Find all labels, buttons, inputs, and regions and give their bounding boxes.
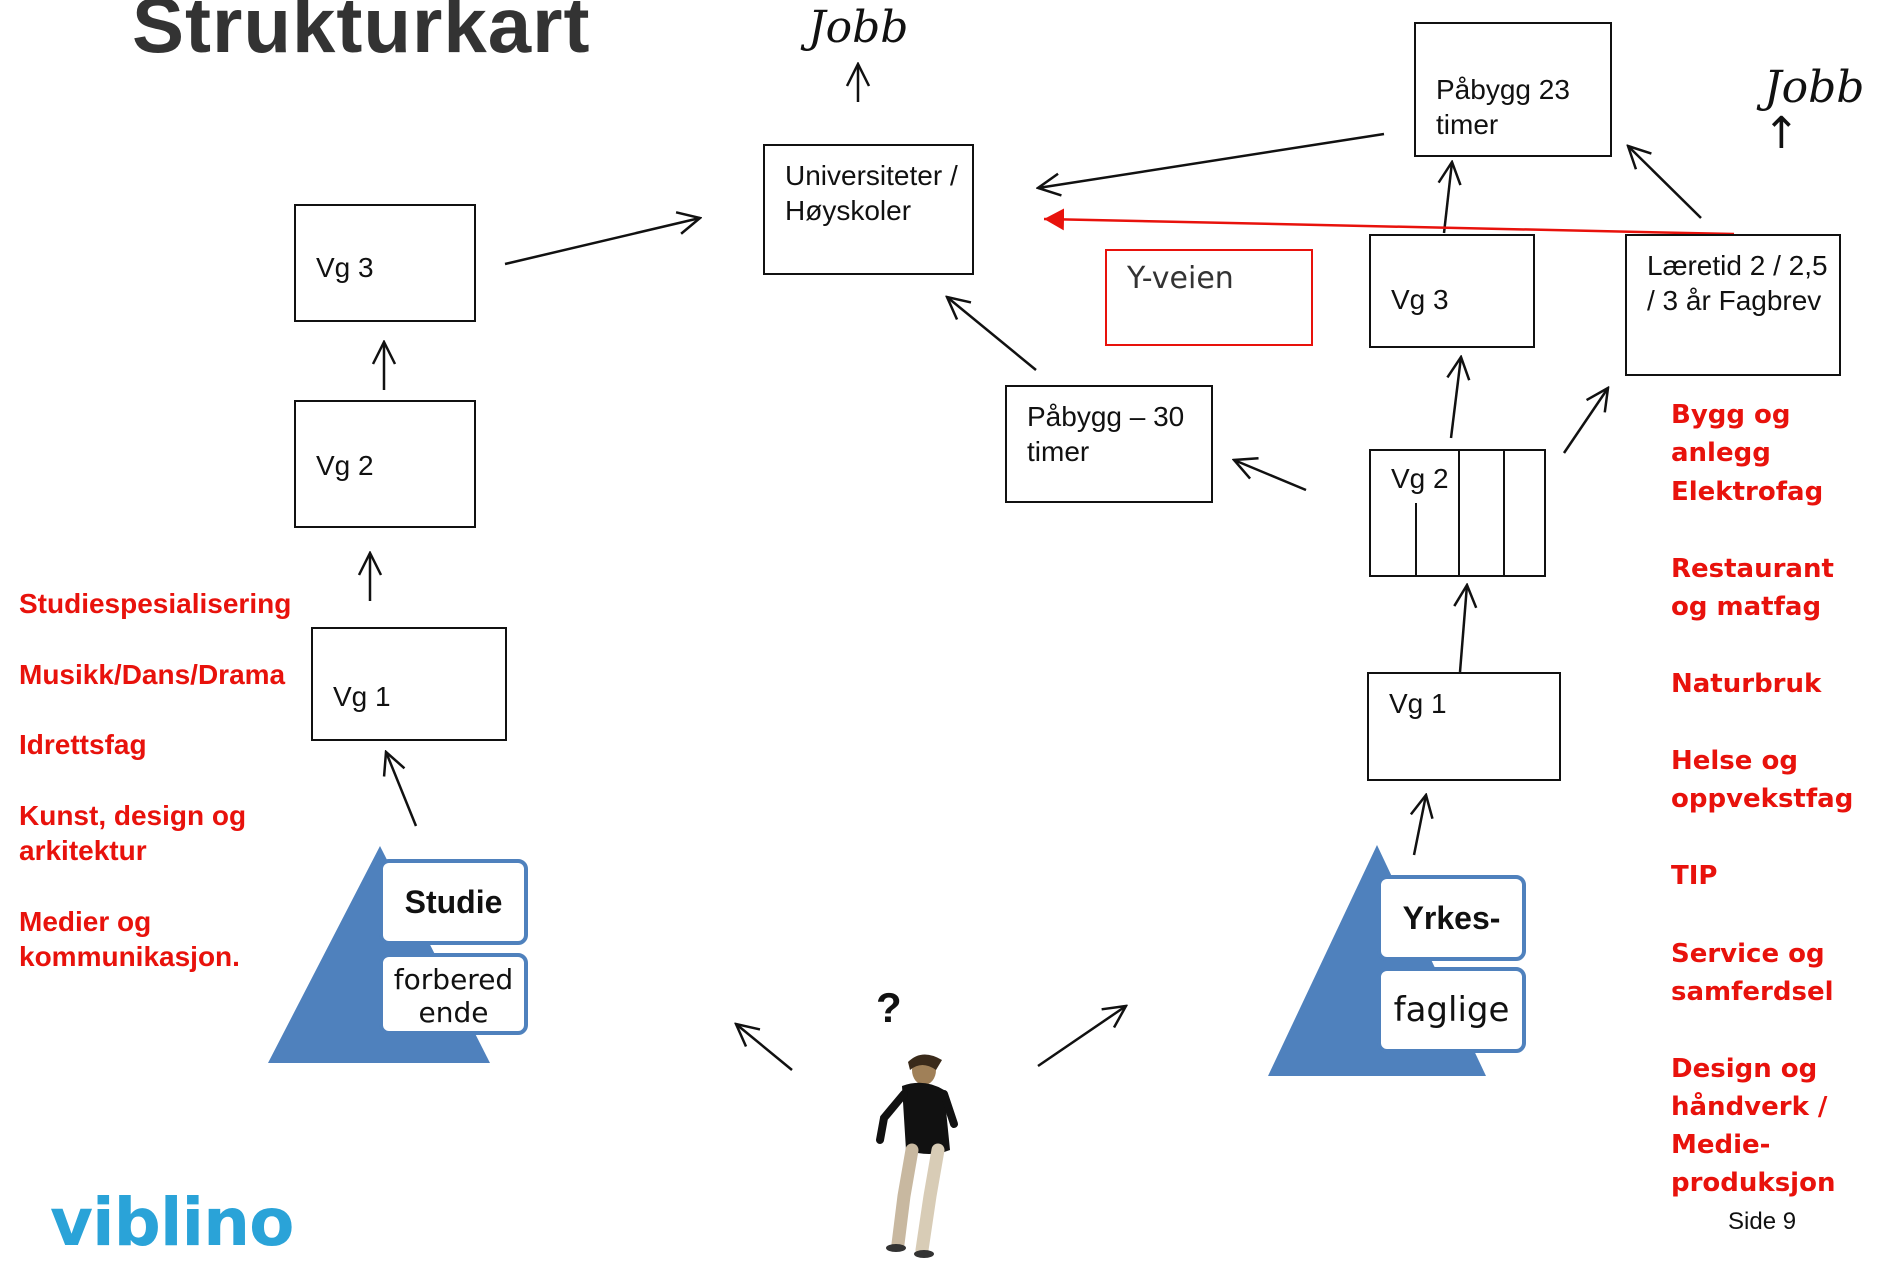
arrow-y-veien-red xyxy=(1043,208,1735,236)
arrow-pyramid-to-vg1-right xyxy=(1414,795,1426,856)
pyramid-right-bottom-text: faglige xyxy=(1393,990,1510,1030)
box-y-veien-text: Y-veien xyxy=(1127,261,1234,296)
program-tip: TIP xyxy=(1671,861,1718,891)
pyramid-left-top-text: Studie xyxy=(404,884,503,920)
arrow-vg1-to-vg2-right xyxy=(1460,585,1467,673)
box-pabygg-30-text: Påbygg – 30 timer xyxy=(1027,401,1185,467)
page-number: Side 9 xyxy=(1728,1208,1797,1235)
box-vg3-left-text: Vg 3 xyxy=(316,252,374,283)
box-vg2-left-text: Vg 2 xyxy=(316,450,374,481)
box-vg1-right: Vg 1 xyxy=(1367,672,1561,781)
vg2-right-divider-1 xyxy=(1415,503,1417,577)
program-bygg-og-anlegg: Bygg og anlegg xyxy=(1671,400,1791,468)
program-idrettsfag: Idrettsfag xyxy=(19,729,147,760)
box-vg1-left-text: Vg 1 xyxy=(333,681,391,712)
pyramid-left-bottom-text: forbered ende xyxy=(393,963,514,1029)
program-elektrofag: Elektrofag xyxy=(1671,477,1824,507)
program-studiespesialisering: Studiespesialisering xyxy=(19,588,292,619)
program-naturbruk: Naturbruk xyxy=(1671,669,1822,699)
program-helse-og-oppvekstfag: Helse og oppvekstfag xyxy=(1671,746,1854,814)
page-title: Strukturkart xyxy=(132,0,591,69)
arrow-vg2-to-vg3-right xyxy=(1451,357,1461,439)
box-vg2-right: Vg 2 xyxy=(1369,449,1546,577)
box-pabygg-30: Påbygg – 30 timer xyxy=(1005,385,1213,503)
arrow-vg3-to-universitet xyxy=(504,218,700,266)
arrow-vg2-to-laeretid xyxy=(1562,388,1608,454)
box-vg3-left: Vg 3 xyxy=(294,204,476,322)
box-vg2-left: Vg 2 xyxy=(294,400,476,528)
pyramid-left-bottom-label: forbered ende xyxy=(379,953,528,1035)
box-vg3-right-text: Vg 3 xyxy=(1391,284,1449,315)
box-vg2-right-text: Vg 2 xyxy=(1391,463,1449,494)
box-y-veien: Y-veien xyxy=(1105,249,1313,346)
box-pabygg-23-text: Påbygg 23 timer xyxy=(1436,74,1570,140)
arrow-pabygg30-to-universitet xyxy=(947,297,1037,371)
jobb-label-left: Jobb xyxy=(808,2,909,53)
box-laeretid: Læretid 2 / 2,5 / 3 år Fagbrev xyxy=(1625,234,1841,376)
arrow-person-left xyxy=(736,1024,793,1071)
arrow-vg3-to-pabygg23 xyxy=(1444,162,1452,234)
question-mark: ? xyxy=(876,984,902,1031)
program-musikk-dans-drama: Musikk/Dans/Drama xyxy=(19,659,286,690)
jobb-label-right: Jobb xyxy=(1764,62,1865,113)
box-pabygg-23: Påbygg 23 timer xyxy=(1414,22,1612,157)
box-universiteter-text: Universiteter / Høyskoler xyxy=(785,160,958,226)
arrow-person-right xyxy=(1037,1006,1126,1068)
box-vg3-right: Vg 3 xyxy=(1369,234,1535,348)
pyramid-right-bottom-label: faglige xyxy=(1377,967,1526,1053)
box-universiteter: Universiteter / Høyskoler xyxy=(763,144,974,275)
program-restaurant-og-matfag: Restaurant og matfag xyxy=(1671,554,1834,622)
program-design-handverk-medieproduksjon: Design og håndverk / Medie-produksjon xyxy=(1671,1054,1836,1198)
pyramid-right-top-label: Yrkes- xyxy=(1377,875,1526,961)
pyramid-left-top-label: Studie xyxy=(379,859,528,945)
pyramid-right-top-text: Yrkes- xyxy=(1402,900,1501,936)
arrow-pabygg23-to-universitet xyxy=(1038,132,1385,188)
viblino-logo: viblino xyxy=(50,1184,294,1261)
vg2-right-divider-3 xyxy=(1503,451,1505,577)
arrow-pyramid-to-vg1-left xyxy=(386,752,418,827)
box-vg1-left: Vg 1 xyxy=(311,627,507,741)
box-laeretid-text: Læretid 2 / 2,5 / 3 år Fagbrev xyxy=(1647,250,1828,316)
arrow-vg2-to-pabygg30 xyxy=(1234,460,1307,492)
up-arrow-right-jobb: ↑ xyxy=(1763,108,1800,159)
program-service-og-samferdsel: Service og samferdsel xyxy=(1671,939,1834,1007)
program-kunst-design-arkitektur: Kunst, design og arkitektur xyxy=(19,800,247,866)
box-vg1-right-text: Vg 1 xyxy=(1389,688,1447,719)
arrow-laeretid-to-jobb xyxy=(1628,146,1702,219)
vg2-right-divider-2 xyxy=(1458,451,1460,577)
program-medier-kommunikasjon: Medier og kommunikasjon. xyxy=(19,906,240,972)
